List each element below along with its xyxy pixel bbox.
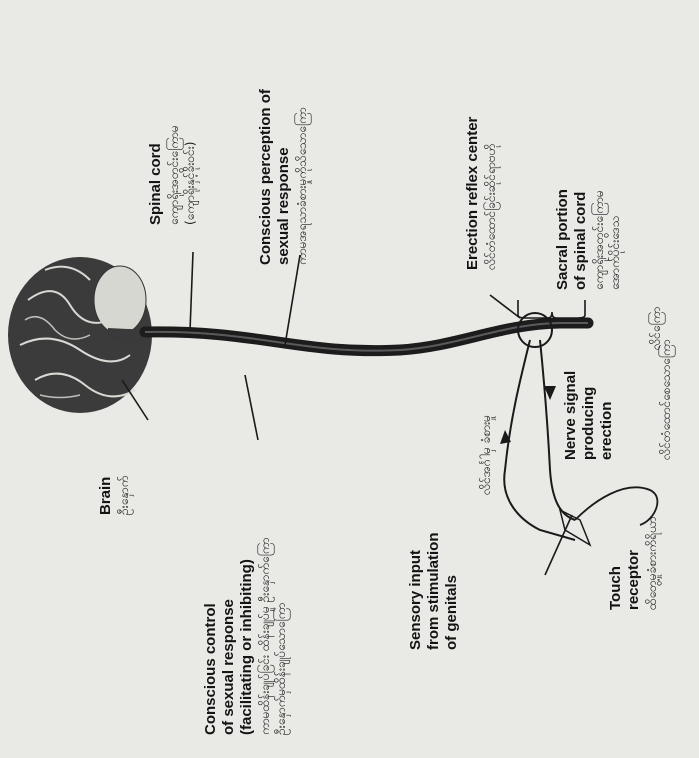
label-brain: Brain ဦးနှောက် (97, 476, 134, 515)
label-sacral-portion-my: ကျောရိုးအတွင်းကြောမအောက်ပိုင်းဒေသ (590, 190, 625, 290)
label-line: ထိတွေ့မှုခံစားကိရိယာ (644, 517, 662, 610)
label-line: Conscious control (202, 603, 219, 735)
label-conscious-control-en: Conscious controlof sexual response(faci… (202, 559, 255, 735)
label-sacral-portion: Sacral portionof spinal cord ကျောရိုးအတွ… (554, 189, 625, 290)
label-line: (ကျောရိုးနှင့်ခိုးဝင်း) (182, 142, 200, 225)
label-line: sexual response (275, 147, 292, 265)
label-nerve-signal: Nerve signalproducingerection (562, 371, 615, 460)
brain-illustration (8, 257, 152, 413)
label-line: Spinal cord (147, 143, 164, 225)
label-line: Brain (97, 477, 114, 515)
label-nerve-signal-my: လိင်တံထောင်စေသောကြော (657, 339, 676, 460)
label-brain-en: Brain (97, 477, 114, 515)
label-line: Nerve signal (562, 371, 579, 460)
label-line: Erection reflex center (464, 116, 481, 270)
label-conscious-perception: Conscious perception ofsexual response က… (257, 88, 312, 265)
label-line: producing (580, 387, 597, 460)
svg-text:လိင်အင်္ဂါမှ ခံစားမှု: လိင်အင်္ဂါမှ ခံစားမှု (478, 415, 496, 495)
label-sensory-input-en: Sensory inputfrom stimulationof genitals (407, 532, 460, 650)
label-line: ဦးနှောက် (116, 476, 134, 515)
label-sacral-portion-en: Sacral portionof spinal cord (554, 189, 589, 290)
label-erection-reflex-my: လိင်တံထောင်ခြင်းဆိုင်ရာဗဟို (482, 144, 501, 270)
label-line: receptor (625, 550, 642, 610)
label-touch-receptor-en: Touchreceptor (607, 550, 642, 610)
label-line: Conscious perception of (257, 88, 274, 265)
label-conscious-perception-en: Conscious perception ofsexual response (257, 88, 292, 265)
label-conscious-control: Conscious controlof sexual response(faci… (202, 538, 291, 735)
label-conscious-control-my: ကာမထိန်းချုပ်ခြင်း ထိန်းချုပ်မှု ဦးနှောက… (256, 538, 291, 735)
label-line: ကာမအရသာခံစားမှုကိုသိသောကြော (293, 107, 312, 265)
label-line: (facilitating or inhibiting) (238, 559, 255, 735)
label-line: ကျောရိုးအတွင်းကြောမ (165, 125, 184, 225)
label-brain-my: ဦးနှောက် (116, 476, 134, 515)
label-nerve-signal-en: Nerve signalproducingerection (562, 371, 615, 460)
label-spinal-cord-my: ကျောရိုးအတွင်းကြောမ(ကျောရိုးနှင့်ခိုးဝင်… (165, 125, 200, 225)
label-sensory-input: Sensory inputfrom stimulationof genitals (407, 532, 460, 650)
label-touch-receptor-my: ထိတွေ့မှုခံစားကိရိယာ (644, 517, 662, 610)
label-line: Sacral portion (554, 189, 571, 290)
label-erection-reflex-en: Erection reflex center (464, 116, 481, 270)
svg-text:လိင်တံထောင်စေသောကြော: လိင်တံထောင်စေသောကြော (657, 339, 676, 460)
label-line: ကျောရိုးအတွင်းကြောမ (590, 190, 609, 290)
label-line: of spinal cord (572, 192, 589, 290)
label-conscious-perception-my: ကာမအရသာခံစားမှုကိုသိသောကြော (293, 107, 312, 265)
label-sensory-input-my: လိင်အင်္ဂါမှ ခံစားမှု (478, 415, 496, 495)
label-erection-reflex: Erection reflex center လိင်တံထောင်ခြင်းဆ… (464, 116, 501, 270)
label-touch-receptor: Touchreceptor ထိတွေ့မှုခံစားကိရိယာ (607, 517, 662, 610)
label-line: erection (598, 402, 615, 460)
label-line: လိင်တံထောင်ခြင်းဆိုင်ရာဗဟို (482, 144, 501, 270)
label-line: Sensory input (407, 550, 424, 650)
label-spinal-cord: Spinal cord ကျောရိုးအတွင်းကြောမ(ကျောရိုး… (147, 125, 200, 225)
label-line: ကာမထိန်းချုပ်ခြင်း ထိန်းချုပ်မှု ဦးနှောက… (256, 538, 275, 735)
label-line: အောက်ပိုင်းဒေသ (607, 216, 625, 290)
label-line: of sexual response (220, 599, 237, 735)
label-line: of genitals (443, 575, 460, 650)
label-line: လိင်အင်္ဂါမှ ခံစားမှု (478, 415, 496, 495)
label-spinal-cord-en: Spinal cord (147, 143, 164, 225)
label-line: ဦးနှောက်မှထိန်းချုပ်သောကြော (272, 603, 291, 735)
label-line: from stimulation (425, 532, 442, 650)
label-line: Touch (607, 566, 624, 610)
label-line: လိင်တံထောင်စေသောကြော (657, 339, 676, 460)
